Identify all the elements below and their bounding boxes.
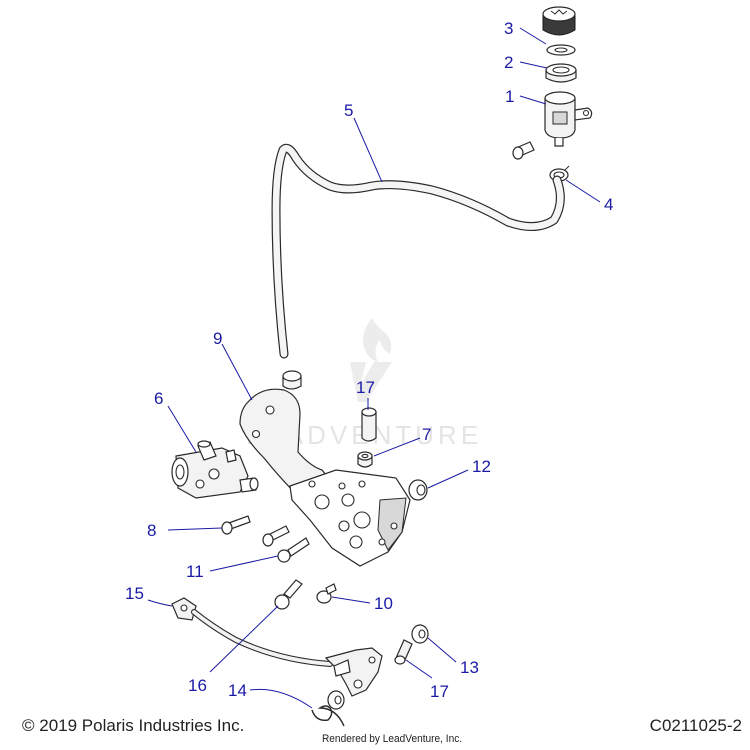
bushing-13 (411, 624, 429, 644)
reservoir-mount-bolt (512, 141, 535, 160)
clevis-15 (171, 597, 197, 621)
callout-3: 3 (504, 19, 513, 38)
callout-1: 1 (505, 87, 514, 106)
master-cylinder-bracket (239, 388, 411, 567)
bolt-8 (221, 515, 251, 535)
leader-lines (147, 27, 601, 709)
reservoir-hose (271, 143, 565, 359)
callout-12: 12 (472, 457, 491, 476)
bolt-16 (274, 579, 303, 610)
bushing-12 (408, 479, 428, 501)
copyright-notice: © 2019 Polaris Industries Inc. (22, 716, 245, 735)
bolt-11-upper (262, 525, 290, 547)
callout-15: 15 (125, 584, 144, 603)
callout-8: 8 (147, 521, 156, 540)
bolt-11-lower (277, 537, 310, 563)
brake-rod (191, 609, 333, 667)
lever-washer (327, 690, 345, 710)
hairpin-clip-14 (311, 705, 345, 727)
callout-17-lower: 17 (430, 682, 449, 701)
callout-9: 9 (213, 329, 222, 348)
callout-16: 16 (188, 676, 207, 695)
callout-11: 11 (186, 562, 204, 581)
diagram-code: C0211025-2 (649, 716, 742, 735)
brake-pedal-lever (324, 647, 383, 697)
callout-10: 10 (374, 594, 393, 613)
brake-master-cylinder (171, 440, 259, 499)
callout-5: 5 (344, 101, 353, 120)
spacer-17-upper (361, 407, 377, 442)
reservoir-diaphragm (546, 44, 576, 56)
callout-2: 2 (504, 53, 513, 72)
callout-4: 4 (604, 195, 613, 214)
callout-13: 13 (460, 658, 479, 677)
brake-fluid-reservoir (544, 91, 593, 147)
reservoir-cap (542, 6, 576, 36)
reservoir-seal (545, 63, 577, 83)
nut-10 (316, 583, 337, 604)
hose-clamp-lower (282, 370, 302, 390)
nut-7 (357, 451, 373, 468)
spacer-17-lower (394, 639, 413, 665)
callout-17-upper: 17 (356, 378, 375, 397)
callout-14: 14 (228, 681, 247, 700)
render-credit: Rendered by LeadVenture, Inc. (322, 733, 463, 745)
callout-labels: 1 2 3 4 5 6 7 8 9 10 11 12 13 14 15 16 1… (125, 19, 613, 701)
callout-7: 7 (422, 425, 431, 444)
callout-6: 6 (154, 389, 163, 408)
